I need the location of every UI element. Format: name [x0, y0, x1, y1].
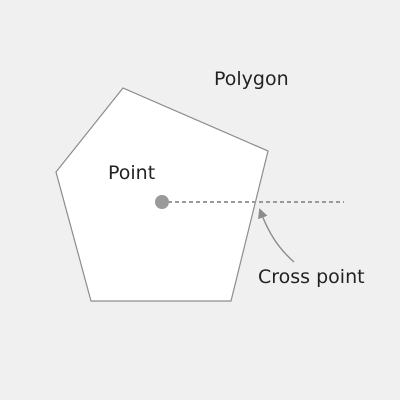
polygon-shape [55, 87, 269, 302]
cross-point-label: Cross point [258, 266, 365, 288]
polygon-label: Polygon [214, 68, 289, 90]
cross-point-arrow [258, 208, 295, 263]
point-label: Point [108, 162, 156, 184]
point-dot [155, 195, 169, 209]
